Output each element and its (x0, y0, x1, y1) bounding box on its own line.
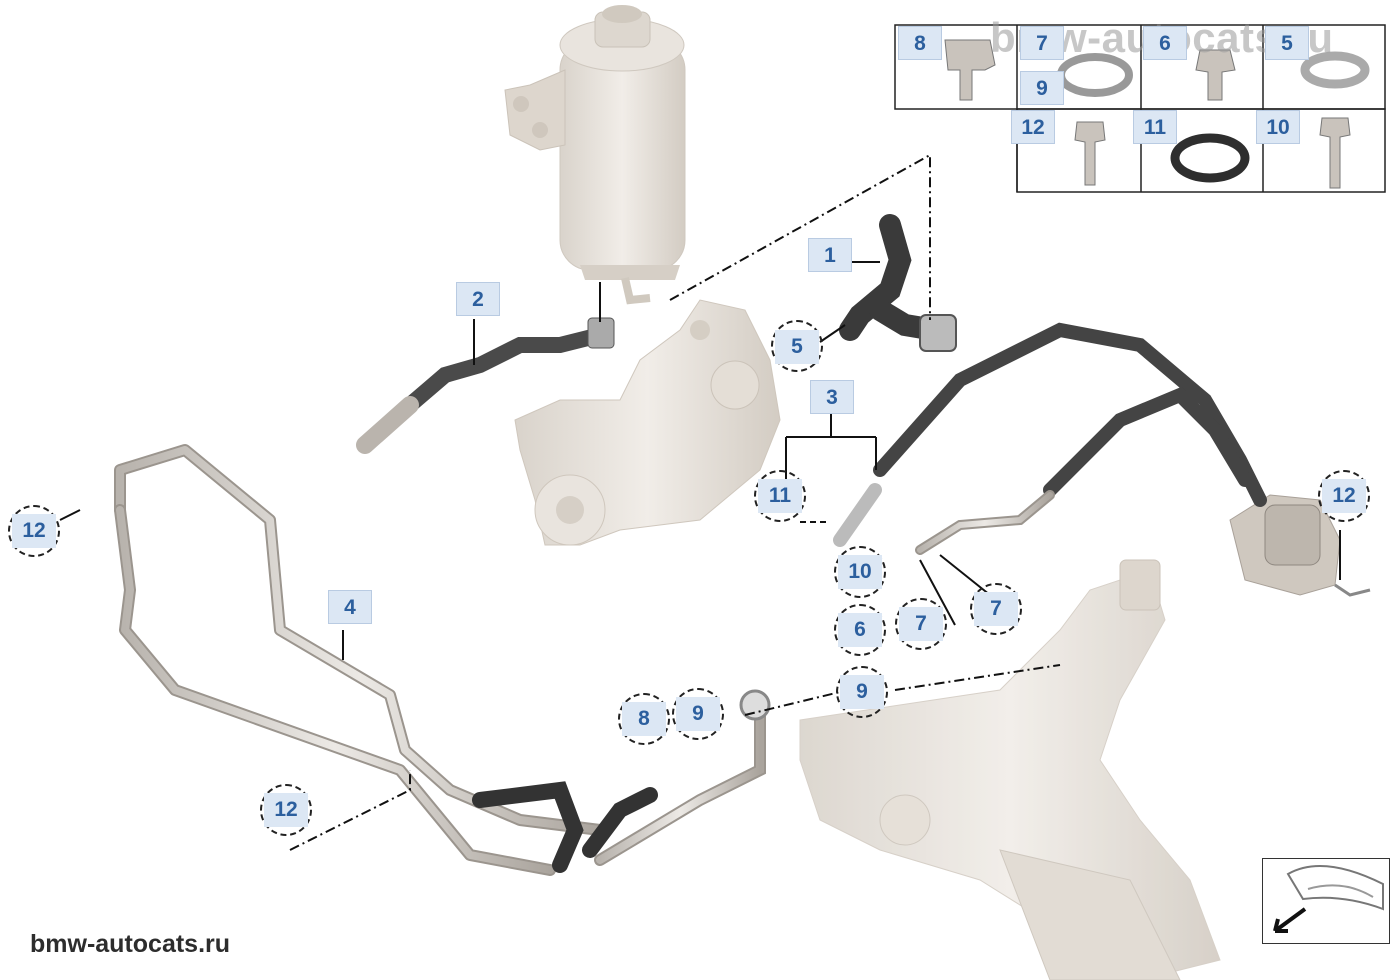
inset-label-9[interactable]: 9 (1020, 71, 1064, 105)
return-hose-lower (472, 689, 771, 873)
inset-label-10[interactable]: 10 (1256, 110, 1300, 144)
feed-hose (839, 214, 957, 352)
callout-part-7b[interactable]: 7 (974, 592, 1018, 626)
callout-part-2[interactable]: 2 (456, 282, 500, 316)
vehicle-view-nav-button[interactable] (1262, 858, 1390, 944)
vehicle-front-view-icon (1273, 865, 1384, 933)
suction-hose (356, 317, 615, 454)
callout-part-5[interactable]: 5 (775, 330, 819, 364)
inset-label-8[interactable]: 8 (898, 26, 942, 60)
inset-label-7[interactable]: 7 (1020, 26, 1064, 60)
leader-lines (59, 153, 1341, 851)
callout-part-10[interactable]: 10 (838, 555, 882, 589)
callout-part-9b[interactable]: 9 (840, 675, 884, 709)
callout-part-12a[interactable]: 12 (12, 514, 56, 548)
callout-part-12b[interactable]: 12 (264, 793, 308, 827)
inset-label-6[interactable]: 6 (1143, 26, 1187, 60)
callout-part-6[interactable]: 6 (838, 613, 882, 647)
site-footer-text: bmw-autocats.ru (30, 930, 231, 958)
inset-part-drawings (944, 39, 1370, 189)
callout-part-12c[interactable]: 12 (1322, 479, 1366, 513)
steering-gear (799, 559, 1221, 980)
reservoir-tank (504, 5, 686, 305)
power-steering-pump (514, 299, 781, 546)
pressure-hose-assembly (833, 322, 1267, 555)
callout-part-11[interactable]: 11 (758, 479, 802, 513)
inset-label-11[interactable]: 11 (1133, 110, 1177, 144)
callout-part-7a[interactable]: 7 (899, 607, 943, 641)
callout-part-8[interactable]: 8 (622, 702, 666, 736)
callout-part-1[interactable]: 1 (808, 238, 852, 272)
cooling-coil-pipe (114, 444, 606, 876)
callout-part-3[interactable]: 3 (810, 380, 854, 414)
callout-part-9a[interactable]: 9 (676, 697, 720, 731)
inset-label-12[interactable]: 12 (1011, 110, 1055, 144)
inset-label-5[interactable]: 5 (1265, 26, 1309, 60)
callout-part-4[interactable]: 4 (328, 590, 372, 624)
parts-inset-table (894, 24, 1386, 193)
pressure-damper-bracket (1229, 494, 1371, 597)
